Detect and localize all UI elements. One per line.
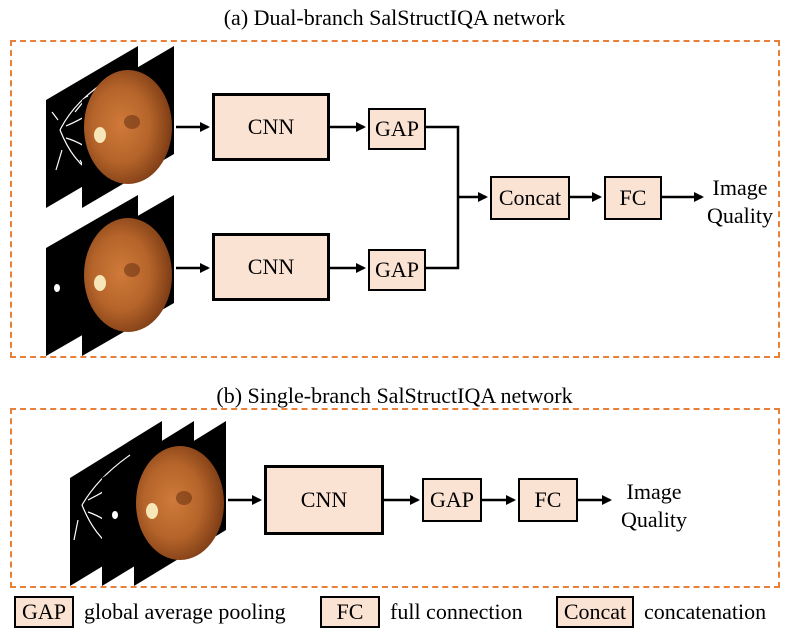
output-label-a: Image Quality: [702, 174, 778, 230]
fundus-image-b: [134, 421, 226, 586]
cnn-block-bottom: CNN: [212, 233, 330, 301]
cnn-block-b: CNN: [264, 465, 384, 535]
output-label-b: Image Quality: [612, 478, 696, 534]
fc-block-a: FC: [604, 176, 662, 220]
panel-a-arrows: [176, 122, 704, 273]
gap-block-top: GAP: [368, 108, 426, 150]
fc-block-b: FC: [518, 478, 578, 522]
legend-concat-box: Concat: [556, 596, 634, 628]
output-label-b-line1: Image: [626, 479, 682, 504]
fundus-image-a-bottom: [82, 195, 174, 356]
legend-fc-text: full connection: [390, 599, 523, 624]
legend-concat-text: concatenation: [644, 599, 767, 624]
legend-gap-box: GAP: [14, 596, 74, 628]
panel-b-frame: [10, 408, 780, 588]
gap-block-bottom: GAP: [368, 249, 426, 291]
legend-fc-box: FC: [320, 596, 380, 628]
output-label-a-line2: Quality: [707, 203, 773, 228]
cnn-block-top: CNN: [212, 93, 330, 161]
fundus-image-a-top: [82, 46, 174, 208]
gap-block-b: GAP: [422, 478, 482, 522]
panel-a-title: (a) Dual-branch SalStructIQA network: [223, 5, 566, 30]
output-label-b-line2: Quality: [621, 507, 687, 532]
concat-block: Concat: [490, 176, 570, 220]
output-label-a-line1: Image: [712, 175, 768, 200]
panel-b-title: (b) Single-branch SalStructIQA network: [216, 383, 573, 408]
panel-a-frame: [10, 40, 780, 358]
legend-gap-text: global average pooling: [84, 599, 286, 624]
